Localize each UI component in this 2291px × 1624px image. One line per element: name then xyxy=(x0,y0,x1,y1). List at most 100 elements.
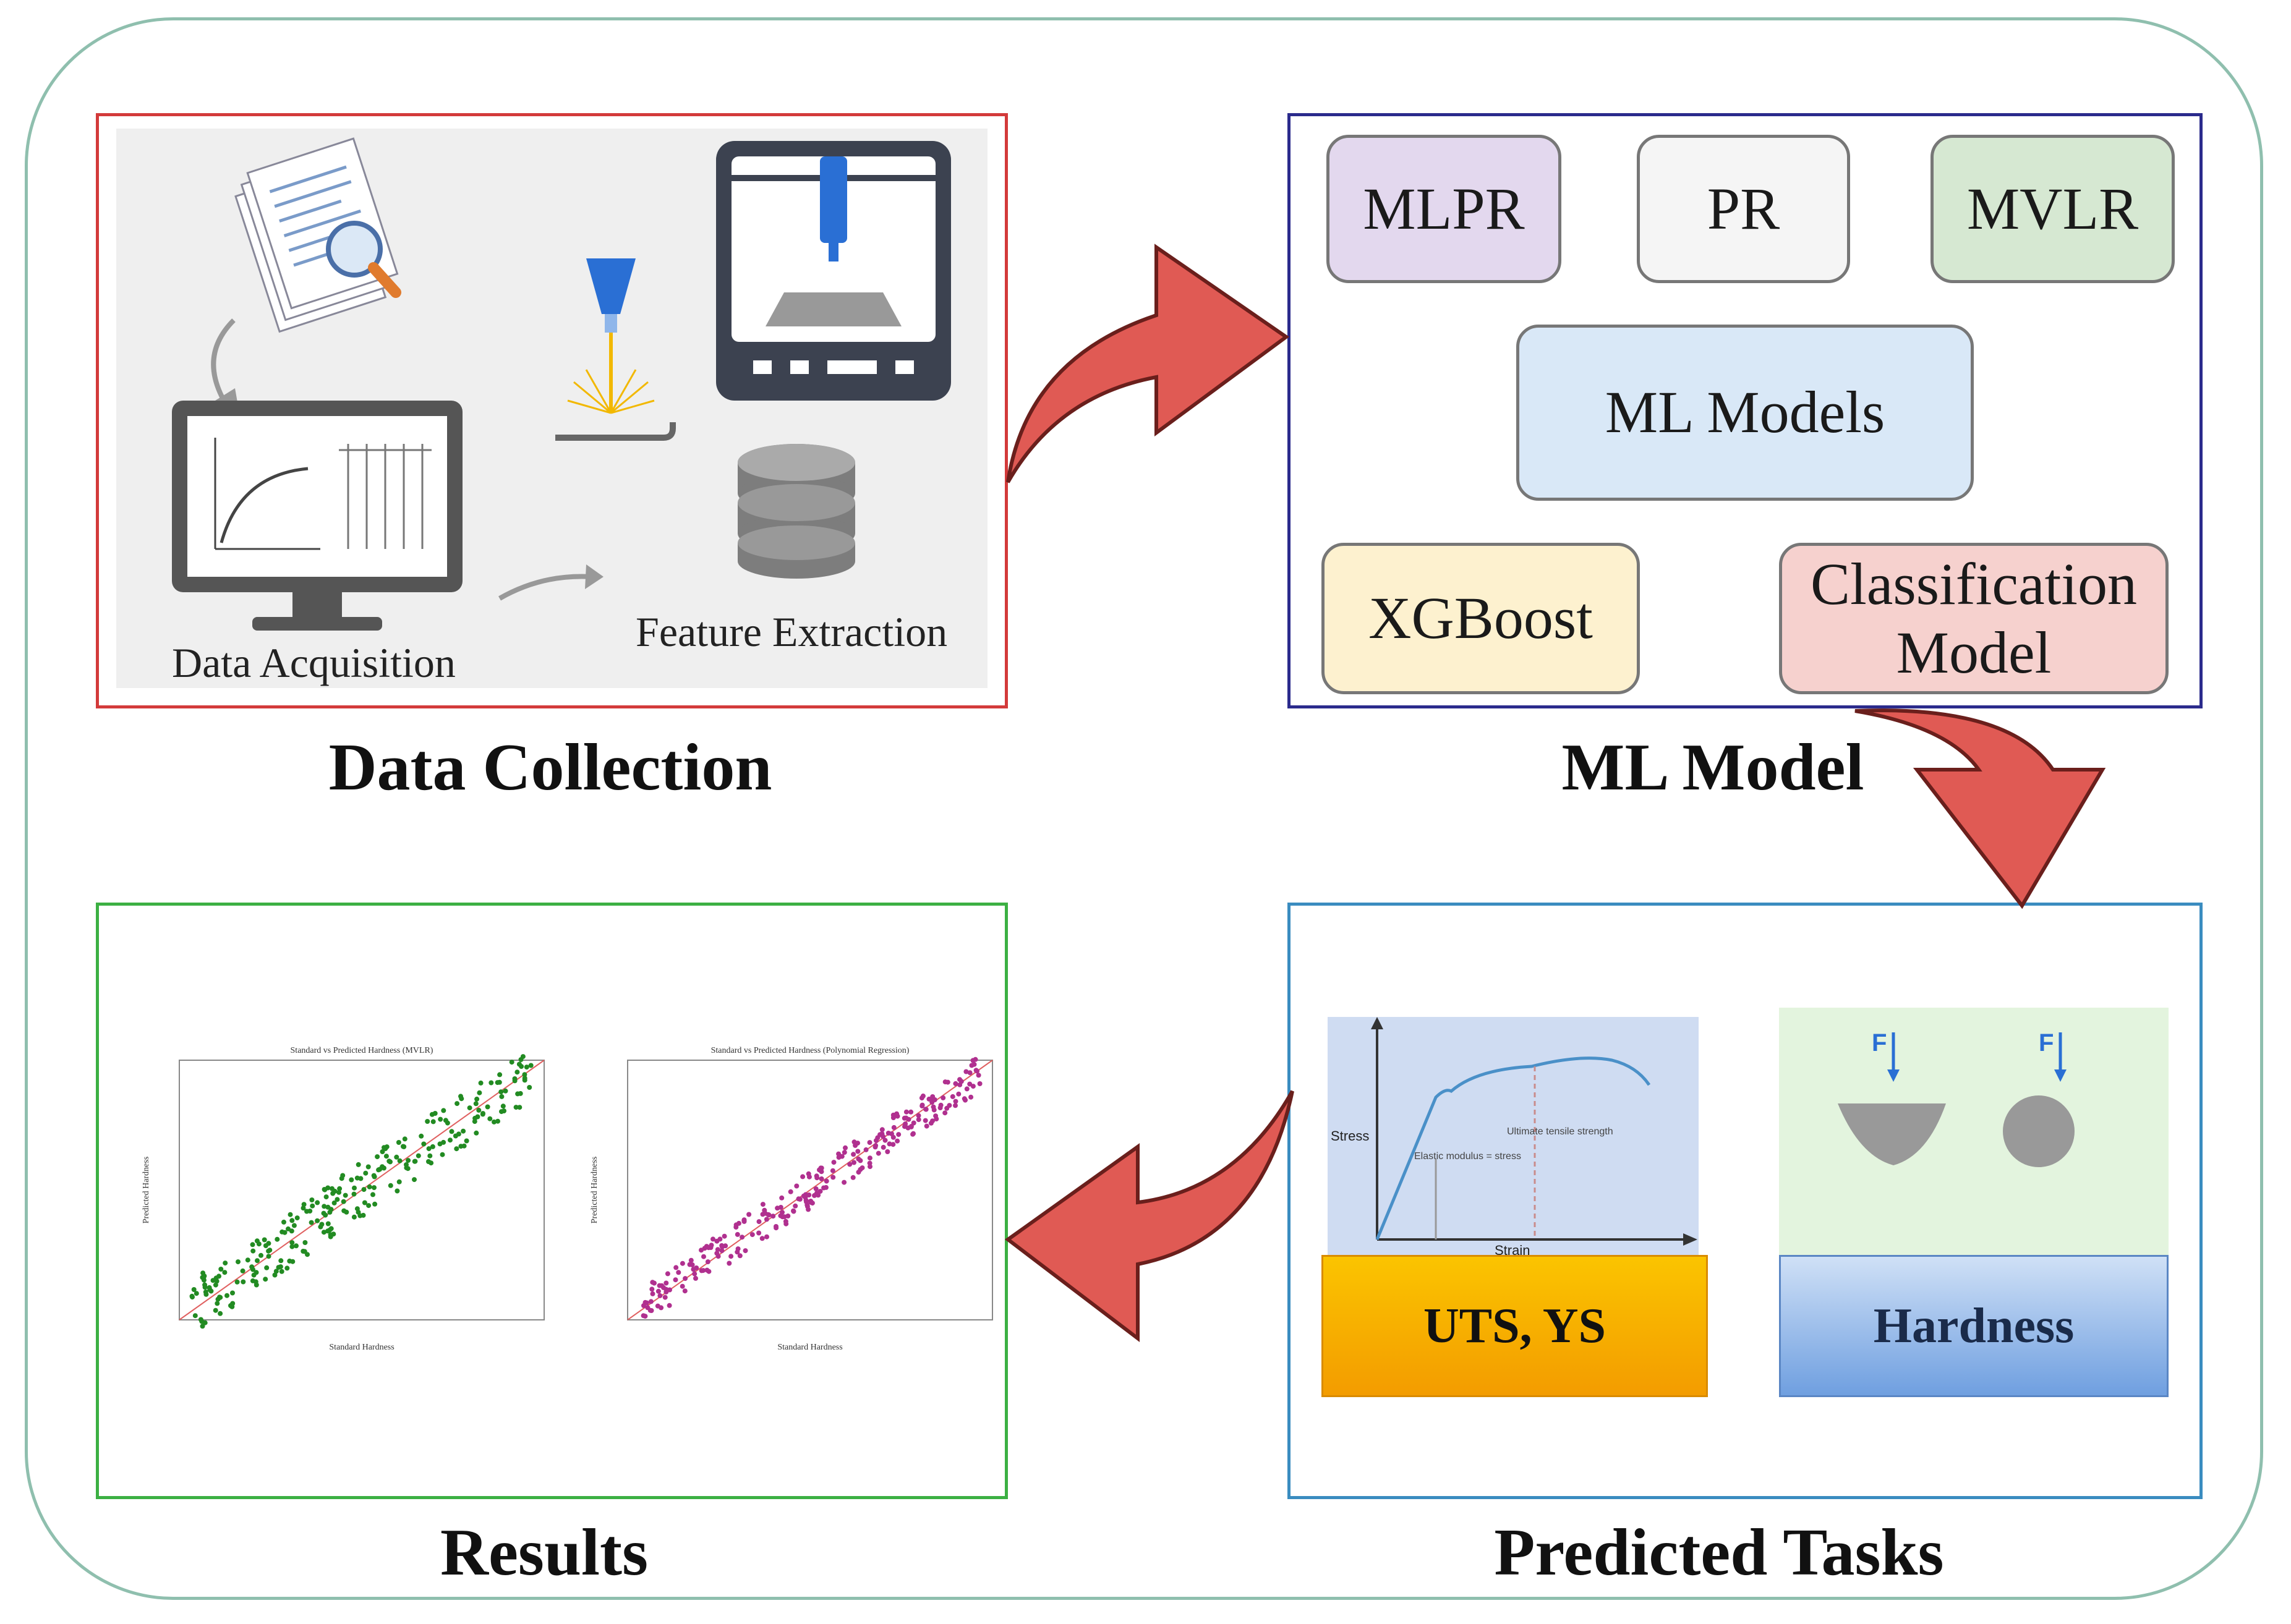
scatter-point xyxy=(701,1268,706,1273)
scatter-point xyxy=(911,1131,916,1136)
scatter-point xyxy=(223,1261,228,1266)
plot-ylabel: Predicted Hardness xyxy=(142,1157,151,1223)
scatter-point xyxy=(919,1103,925,1108)
scatter-point xyxy=(879,1127,885,1133)
classification-model-box: Classification Model xyxy=(1779,543,2169,694)
scatter-point xyxy=(830,1168,835,1173)
scatter-point xyxy=(426,1146,432,1152)
scatter-point xyxy=(337,1186,343,1191)
scatter-point xyxy=(885,1149,890,1154)
scatter-point xyxy=(351,1191,357,1197)
scatter-point xyxy=(328,1207,334,1212)
scatter-point xyxy=(950,1094,955,1099)
scatter-point xyxy=(328,1226,334,1231)
scatter-point xyxy=(200,1275,205,1280)
scatter-point xyxy=(947,1103,952,1108)
scatter-point xyxy=(254,1238,260,1244)
scatter-point xyxy=(855,1149,861,1154)
scatter-point xyxy=(249,1264,255,1270)
scatter-point xyxy=(216,1273,221,1279)
scatter-point xyxy=(693,1275,698,1281)
xgboost-box: XGBoost xyxy=(1321,543,1640,694)
scatter-point xyxy=(382,1145,386,1150)
scatter-point xyxy=(514,1069,520,1075)
scatter-point xyxy=(365,1164,371,1170)
scatter-point xyxy=(443,1118,448,1123)
scatter-point xyxy=(309,1197,315,1202)
stress-axis-label: Stress xyxy=(1331,1128,1369,1144)
scatter-point xyxy=(821,1185,827,1191)
scatter-point xyxy=(480,1112,485,1117)
polynomial-regression-scatter-plot: Standard vs Predicted Hardness (Polynomi… xyxy=(590,1046,993,1352)
scatter-point xyxy=(704,1244,709,1249)
scatter-point xyxy=(255,1258,260,1264)
scatter-point xyxy=(194,1291,199,1296)
scatter-point xyxy=(764,1234,769,1239)
scatter-point xyxy=(427,1153,433,1158)
scatter-point xyxy=(673,1277,678,1283)
scatter-point xyxy=(680,1283,685,1289)
arrow-to-ml-model-icon xyxy=(1006,244,1290,483)
scatter-point xyxy=(687,1262,693,1267)
scatter-point xyxy=(642,1314,648,1319)
scatter-point xyxy=(279,1269,284,1274)
scatter-point xyxy=(780,1210,785,1215)
scatter-point xyxy=(325,1228,330,1234)
scatter-point xyxy=(254,1282,259,1288)
scatter-point xyxy=(419,1133,424,1139)
scatter-point xyxy=(222,1270,228,1275)
scatter-point xyxy=(662,1295,668,1300)
scatter-point xyxy=(207,1287,213,1293)
scatter-point xyxy=(363,1170,369,1176)
scatter-point xyxy=(323,1194,329,1200)
scatter-point xyxy=(202,1285,208,1290)
scatter-point xyxy=(727,1261,732,1266)
scatter-point xyxy=(302,1240,308,1245)
scatter-point xyxy=(735,1246,741,1252)
scatter-point xyxy=(322,1187,328,1192)
scatter-point xyxy=(931,1107,937,1113)
scatter-point xyxy=(495,1080,500,1086)
laser-nozzle-icon xyxy=(555,258,676,441)
scatter-point xyxy=(349,1177,354,1183)
scatter-point xyxy=(874,1138,879,1143)
scatter-point xyxy=(867,1160,872,1166)
scatter-point xyxy=(701,1254,706,1259)
plot-ylabel: Predicted Hardness xyxy=(590,1157,599,1223)
scatter-point xyxy=(213,1282,218,1288)
scatter-point xyxy=(361,1187,367,1192)
scatter-point xyxy=(760,1202,766,1207)
scatter-point xyxy=(432,1111,438,1116)
scatter-point xyxy=(876,1150,881,1156)
scatter-point xyxy=(254,1270,259,1275)
scatter-point xyxy=(890,1115,896,1120)
scatter-point xyxy=(663,1280,669,1286)
scatter-point xyxy=(456,1131,461,1137)
scatter-point xyxy=(791,1208,796,1214)
results-caption: Results xyxy=(440,1516,649,1589)
scatter-point xyxy=(704,1267,710,1273)
scatter-point xyxy=(357,1213,363,1218)
scatter-point xyxy=(376,1167,382,1173)
scatter-point xyxy=(325,1221,331,1227)
scatter-point xyxy=(397,1158,403,1163)
scatter-point xyxy=(438,1116,443,1122)
scatter-point xyxy=(370,1192,375,1197)
scatter-point xyxy=(516,1061,522,1067)
scatter-point xyxy=(309,1220,314,1225)
scatter-point xyxy=(500,1103,506,1109)
scatter-point xyxy=(714,1251,720,1256)
ml-model-panel: MLPR PR MVLR ML Models XGBoost Classific… xyxy=(1287,113,2203,708)
scatter-point xyxy=(851,1152,856,1157)
force-label-right: F xyxy=(2039,1029,2054,1056)
scatter-point xyxy=(498,1089,504,1095)
plot-xlabel: Standard Hardness xyxy=(329,1343,394,1352)
scatter-point xyxy=(851,1160,856,1165)
scatter-point xyxy=(380,1149,385,1154)
scatter-point xyxy=(404,1165,409,1171)
scatter-point xyxy=(722,1233,727,1239)
scatter-point xyxy=(217,1295,222,1300)
scatter-point xyxy=(830,1175,836,1180)
scatter-point xyxy=(934,1116,939,1121)
scatter-point xyxy=(258,1252,263,1258)
